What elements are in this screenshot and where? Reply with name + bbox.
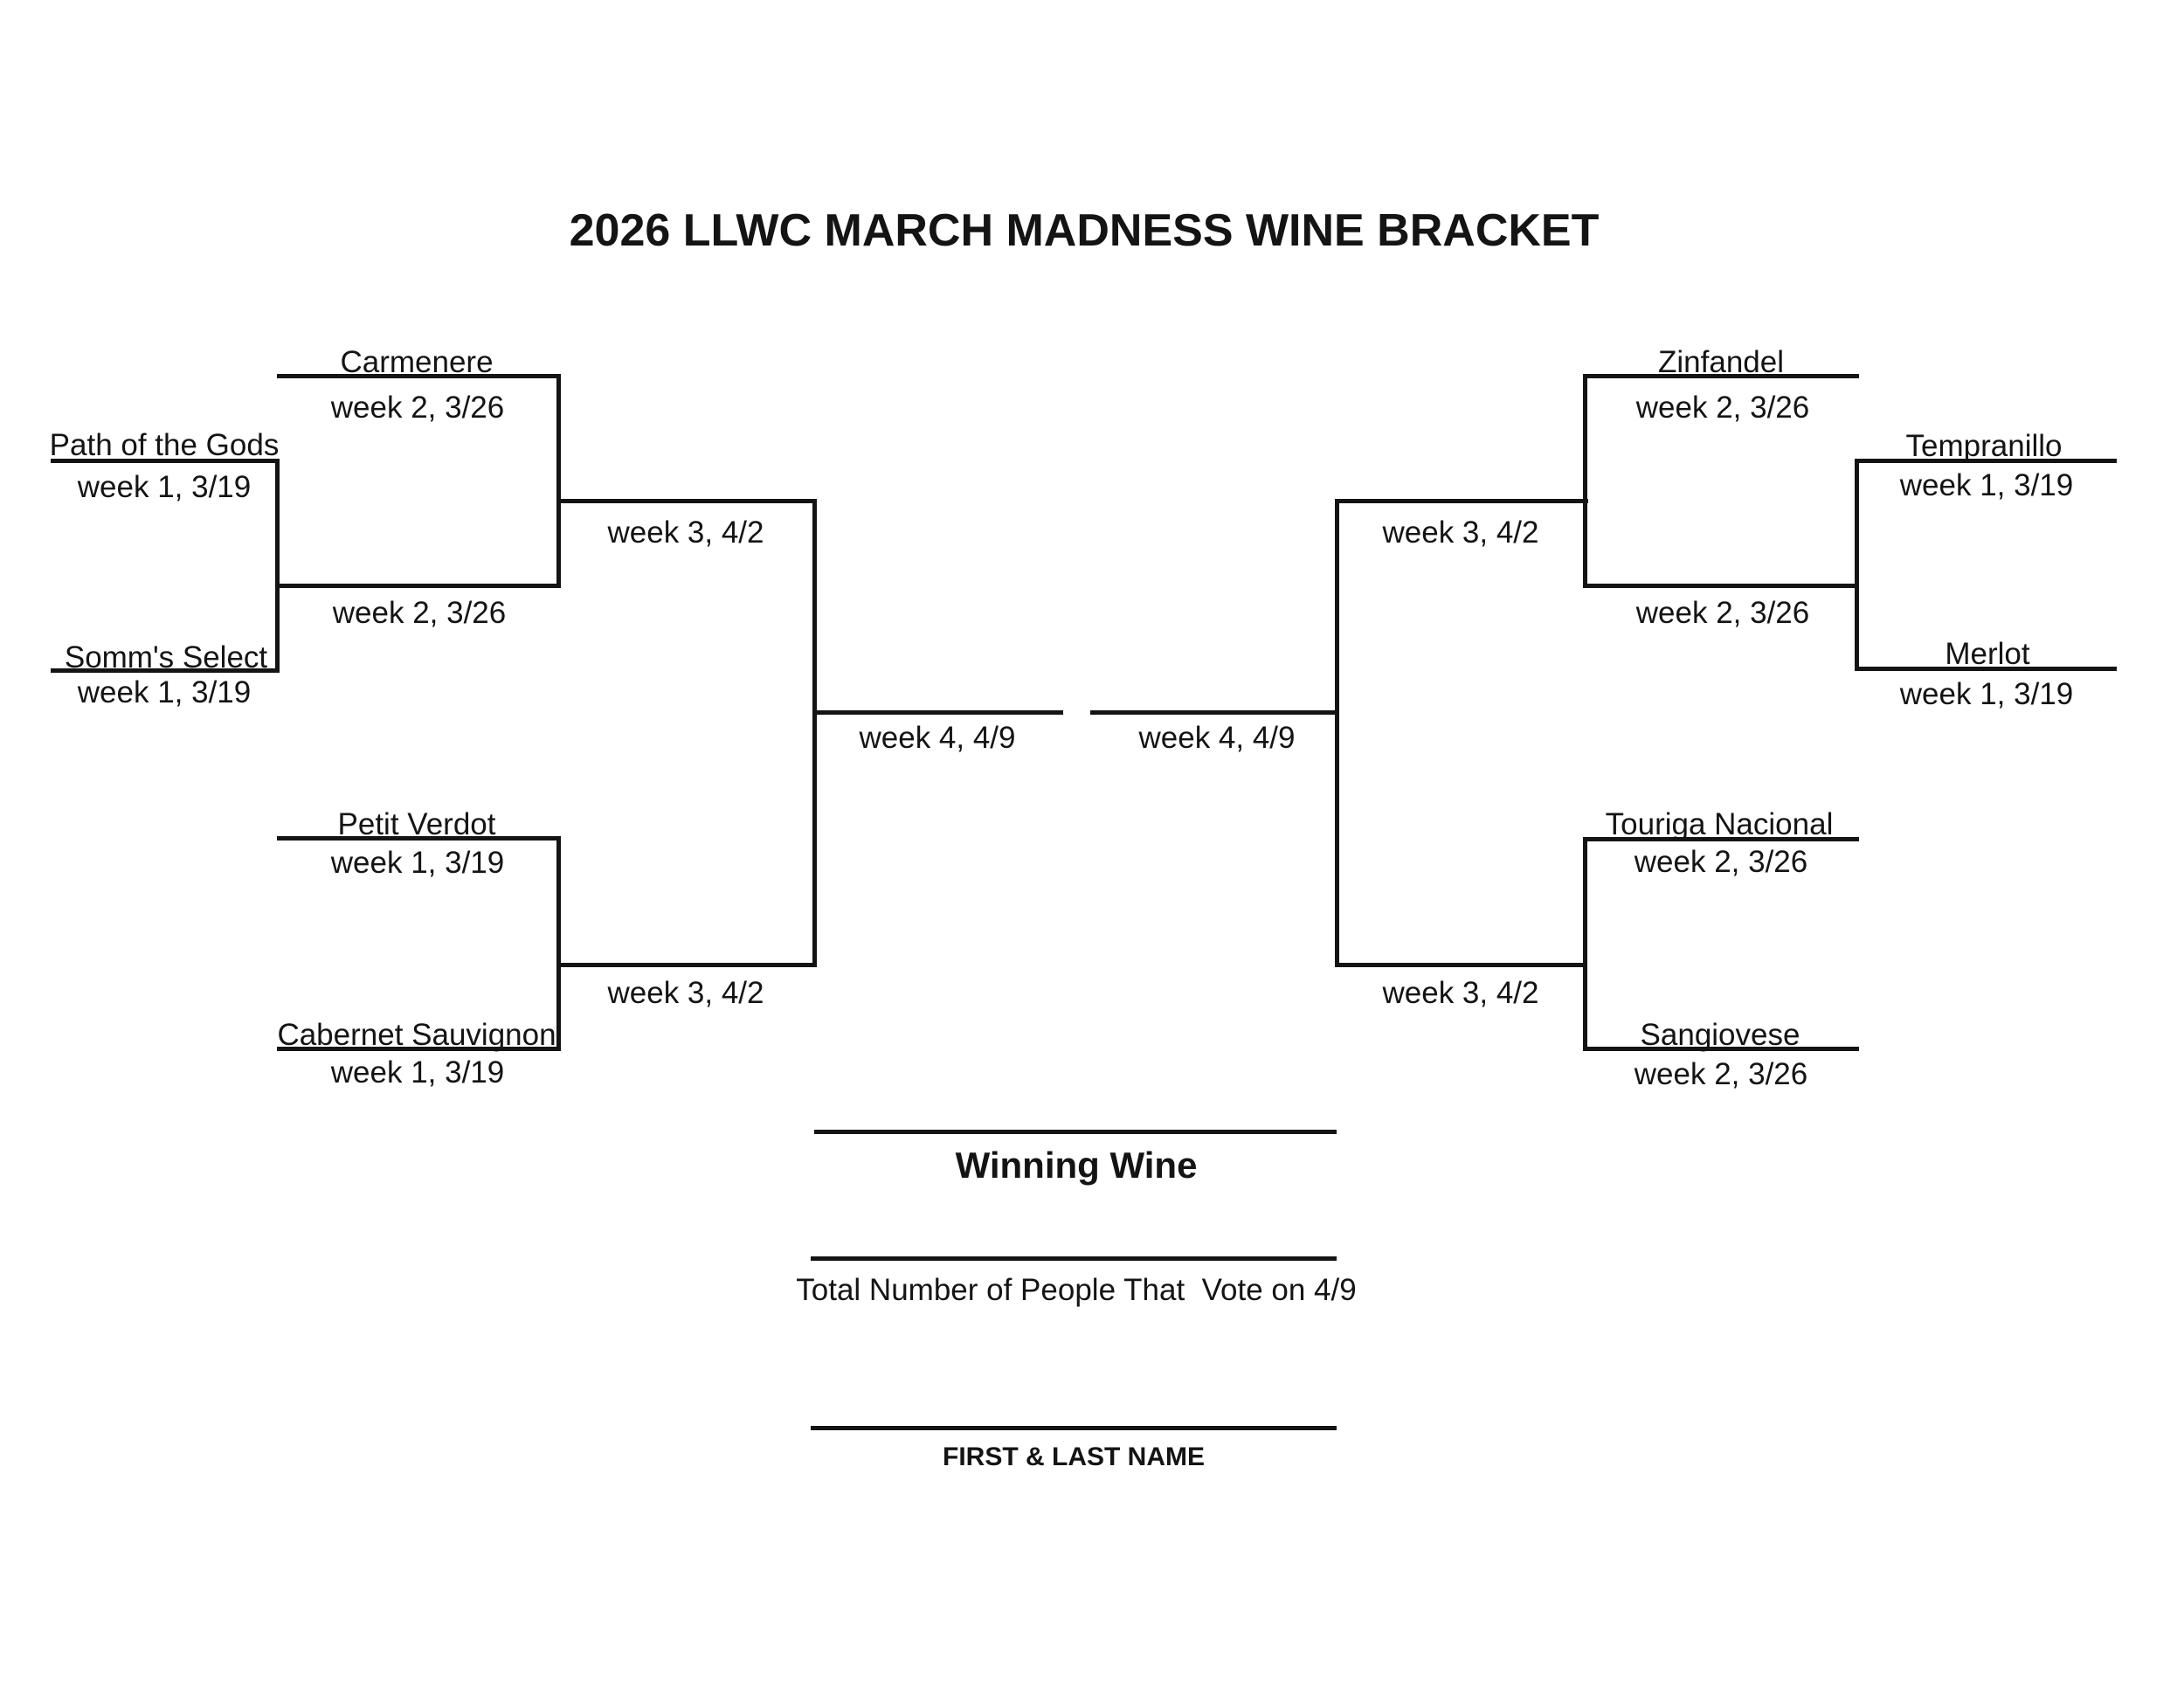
bracket-connector-left-round2-bottom <box>556 836 561 1051</box>
bracket-line-sangiovese <box>1583 1047 1859 1051</box>
bracket-line-touriga-nacional <box>1583 837 1859 841</box>
bracket-connector-right-round2-top <box>1583 374 1587 588</box>
match-note-week2-left-winner: week 2, 3/26 <box>332 596 507 630</box>
bracket-line-week2-right-winner <box>1584 584 1859 588</box>
bracket-line-cabernet-sauvignon <box>277 1047 561 1051</box>
bracket-line-petit-verdot <box>277 836 561 841</box>
bracket-line-path-of-the-gods <box>51 459 280 463</box>
bracket-line-carmenere <box>277 374 561 378</box>
bracket-connector-left-semifinal <box>812 499 817 967</box>
wine-name-cabernet-sauvignon: Cabernet Sauvignon <box>277 1018 556 1052</box>
match-note-petit-verdot: week 1, 3/19 <box>330 846 505 880</box>
bracket-connector-left-round1 <box>275 459 280 673</box>
match-note-week2-right-winner: week 2, 3/26 <box>1635 596 1810 630</box>
match-note-week3-right-top: week 3, 4/2 <box>1382 515 1539 550</box>
name-blank-line <box>811 1426 1337 1430</box>
wine-name-sangiovese: Sangiovese <box>1640 1018 1800 1052</box>
wine-name-carmenere: Carmenere <box>340 345 494 379</box>
match-note-tempranillo: week 1, 3/19 <box>1899 468 2074 502</box>
match-note-touriga-nacional: week 2, 3/26 <box>1634 845 1808 879</box>
bracket-line-week3-left-top <box>556 499 817 503</box>
match-note-merlot: week 1, 3/19 <box>1899 677 2074 711</box>
wine-name-merlot: Merlot <box>1945 637 2030 671</box>
page-title: 2026 LLWC MARCH MADNESS WINE BRACKET <box>569 205 1600 256</box>
bracket-line-merlot <box>1855 667 2117 671</box>
wine-name-somms-select: Somm's Select <box>64 640 268 675</box>
wine-name-zinfandel: Zinfandel <box>1658 345 1784 379</box>
wine-name-petit-verdot: Petit Verdot <box>337 807 496 841</box>
bracket-connector-right-semifinal <box>1335 499 1339 967</box>
match-note-cabernet-sauvignon: week 1, 3/19 <box>330 1055 505 1090</box>
match-note-week4-right: week 4, 4/9 <box>1138 721 1296 755</box>
match-note-zinfandel: week 2, 3/26 <box>1635 391 1810 425</box>
match-note-somms-select: week 1, 3/19 <box>77 675 252 709</box>
bracket-line-tempranillo <box>1855 459 2117 463</box>
match-note-week3-right-bottom: week 3, 4/2 <box>1382 976 1539 1010</box>
bracket-connector-left-round2-top <box>556 374 561 588</box>
bracket-connector-right-round2-bottom <box>1583 837 1587 1051</box>
wine-name-touriga-nacional: Touriga Nacional <box>1605 807 1834 841</box>
first-last-name-label: FIRST & LAST NAME <box>943 1442 1205 1471</box>
match-note-week3-left-top: week 3, 4/2 <box>607 515 764 550</box>
winning-wine-blank-line <box>814 1130 1337 1134</box>
bracket-line-week2-left-winner <box>275 584 561 588</box>
bracket-connector-right-round1 <box>1855 459 1859 671</box>
total-votes-blank-line <box>811 1256 1337 1261</box>
match-note-week4-left: week 4, 4/9 <box>859 721 1016 755</box>
match-note-week3-left-bottom: week 3, 4/2 <box>607 976 764 1010</box>
bracket-line-week3-right-bottom <box>1335 963 1587 967</box>
match-note-path-of-the-gods: week 1, 3/19 <box>77 470 252 504</box>
bracket-line-week3-left-bottom <box>556 963 817 967</box>
bracket-line-week3-right-top <box>1335 499 1588 503</box>
total-votes-label: Total Number of People That Vote on 4/9 <box>796 1273 1357 1307</box>
bracket-line-zinfandel <box>1584 374 1859 378</box>
bracket-line-somms-select <box>51 668 280 673</box>
match-note-carmenere: week 2, 3/26 <box>330 391 505 425</box>
wine-name-path-of-the-gods: Path of the Gods <box>49 428 280 462</box>
winning-wine-label: Winning Wine <box>955 1145 1198 1186</box>
match-note-sangiovese: week 2, 3/26 <box>1634 1057 1808 1091</box>
wine-name-tempranillo: Tempranillo <box>1905 429 2063 463</box>
bracket-line-week4-right <box>1090 710 1339 715</box>
bracket-line-week4-left <box>812 710 1063 715</box>
